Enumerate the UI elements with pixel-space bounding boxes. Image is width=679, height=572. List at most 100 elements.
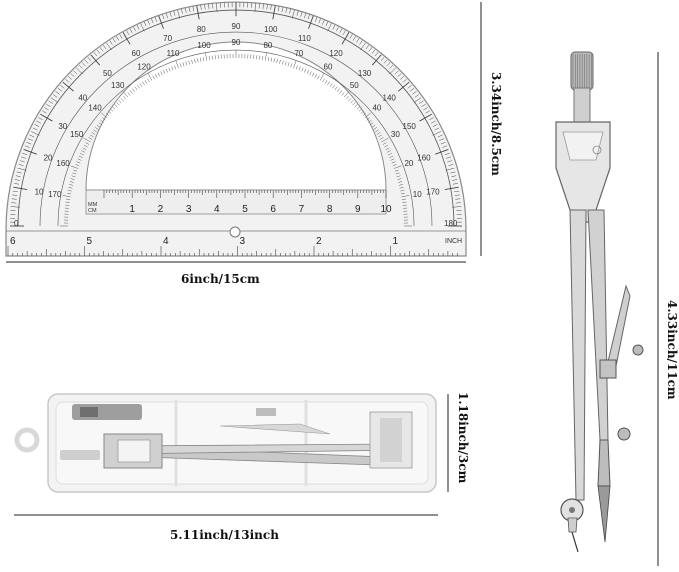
angle-tick [339,28,343,33]
angle-tick [114,104,118,108]
angle-tick [322,78,325,83]
angle-tick [72,172,77,175]
angle-tick [425,110,430,114]
angle-tick [399,187,404,189]
angle-label-inner: 70 [294,49,303,58]
angle-label: 60 [132,49,141,58]
angle-tick [133,26,136,32]
angle-tick [448,164,454,166]
angle-tick [34,124,40,127]
angle-label: 120 [329,49,343,58]
angle-tick [304,68,307,73]
inch-number: 3 [240,236,246,247]
angle-tick [324,80,328,84]
angle-tick [398,184,403,186]
angle-label-inner: 140 [88,104,102,113]
angle-tick [81,150,86,153]
angle-tick [158,15,164,29]
angle-tick [306,70,309,74]
inch-number: 1 [393,236,399,247]
angle-tick [373,127,378,130]
angle-tick [22,152,28,156]
angle-tick [106,42,112,51]
angle-label-inner: 20 [404,159,413,168]
angle-tick [366,117,370,121]
angle-tick [434,127,440,131]
angle-tick [398,181,403,183]
angle-tick [68,187,73,189]
angle-tick [360,42,366,51]
angle-tick [388,153,392,156]
angle-tick [88,137,93,140]
angle-tick [365,44,370,50]
angle-label-inner: 130 [111,81,125,90]
angle-tick [374,51,379,57]
angle-tick [282,60,284,65]
angle-tick [81,62,86,67]
angle-tick [13,186,28,190]
angle-tick [53,94,58,98]
angle-tick [390,158,395,161]
angle-tick [437,134,443,138]
angle-tick [85,142,90,145]
angle-tick [38,117,43,121]
angle-label-inner: 120 [137,63,151,72]
angle-tick [147,78,150,83]
angle-tick [413,97,422,103]
angle-label: 50 [103,69,112,78]
angle-tick [397,73,402,77]
cm-number: 6 [270,204,276,215]
angle-tick [350,100,354,104]
angle-tick [160,71,163,76]
angle-tick [90,134,94,138]
angle-tick [341,32,350,45]
angle-label: 140 [383,93,397,102]
angle-tick [386,62,391,67]
angle-tick [394,70,399,75]
angle-tick [48,100,53,104]
angle-tick [389,67,396,75]
angle-tick [432,131,441,136]
angle-tick [385,147,390,150]
angle-tick [273,58,275,63]
angle-tick [174,65,177,70]
angle-tick [395,172,400,175]
angle-tick [314,17,318,22]
angle-tick [132,88,136,92]
protractor-height-label: 3.34inch/8.5cm [489,72,503,176]
angle-tick [200,4,202,10]
angle-tick [346,96,350,100]
angle-tick [162,14,165,20]
angle-tick [205,52,208,61]
angle-tick [84,145,88,148]
angle-tick [171,66,174,71]
inch-number: 4 [163,236,169,247]
angle-zero-label: 0 [14,219,19,228]
angle-tick [163,70,166,74]
angle-tick [332,84,335,89]
angle-tick [78,155,83,158]
angle-tick [24,145,30,148]
angle-tick [129,28,133,33]
angle-tick [182,62,185,67]
angle-tick [389,155,394,158]
unit-inch-label: INCH [445,238,462,245]
angle-tick [184,7,187,13]
angle-tick [359,40,363,45]
angle-tick [380,56,385,62]
angle-tick [169,11,172,17]
angle-tick [270,4,272,10]
angle-tick [55,91,60,95]
angle-tick [147,19,150,25]
angle-tick [431,120,436,124]
cm-ruler-ticks [103,190,387,198]
unit-cm-label: CM [88,208,97,214]
angle-tick [342,30,346,35]
angle-tick [421,103,426,108]
angle-tick [31,131,40,136]
angle-tick [98,122,102,126]
angle-tick [392,164,397,167]
angle-tick [192,6,195,12]
